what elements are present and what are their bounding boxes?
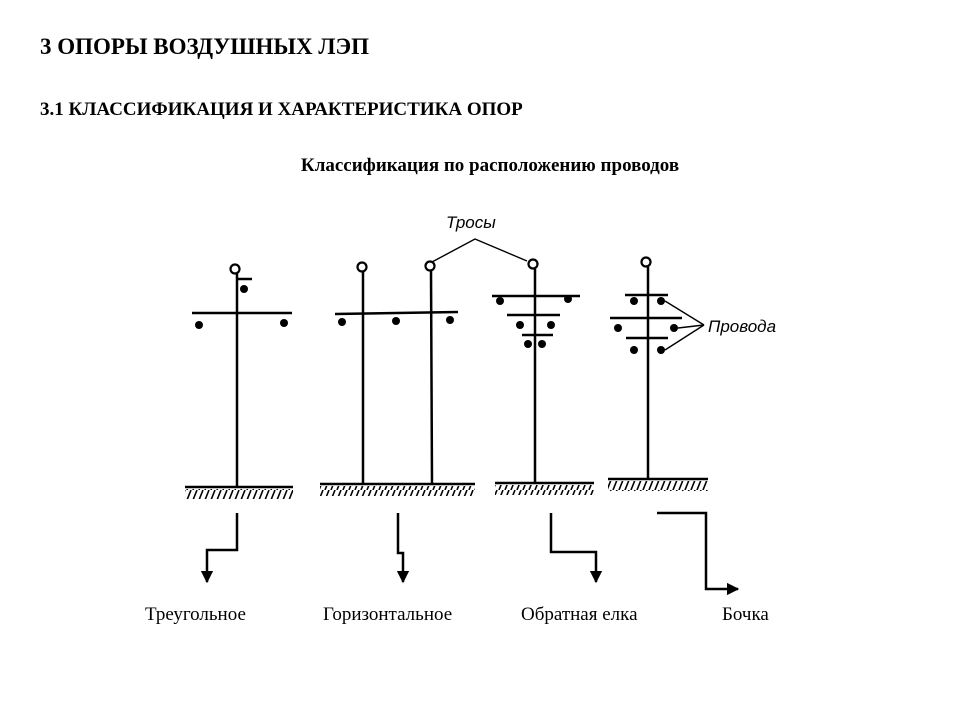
classification-arrows [200,511,740,596]
tower-triangular [185,263,293,499]
tower-horizontal [320,260,475,496]
tower-barrel [608,256,708,491]
type-label-horizontal: Горизонтальное [323,604,452,625]
wires-label: Провода [708,317,776,336]
arrow-triangular [200,513,239,584]
type-label-triangular: Треугольное [145,604,246,625]
type-label-barrel: Бочка [722,604,769,625]
diagram-title: Классификация по расположению проводов [300,155,680,176]
type-label-inverted-fir: Обратная елка [521,604,638,625]
arrow-horizontal [396,513,410,584]
page-title: 3 ОПОРЫ ВОЗДУШНЫХ ЛЭП [40,34,369,59]
arrow-inverted-fir [549,513,603,584]
tower-inverted-fir [492,258,594,495]
cables-label: Тросы [446,213,496,232]
leader-lines [431,238,705,351]
section-title: 3.1 КЛАССИФИКАЦИЯ И ХАРАКТЕРИСТИКА ОПОР [40,99,523,120]
arrow-barrel [657,511,740,596]
